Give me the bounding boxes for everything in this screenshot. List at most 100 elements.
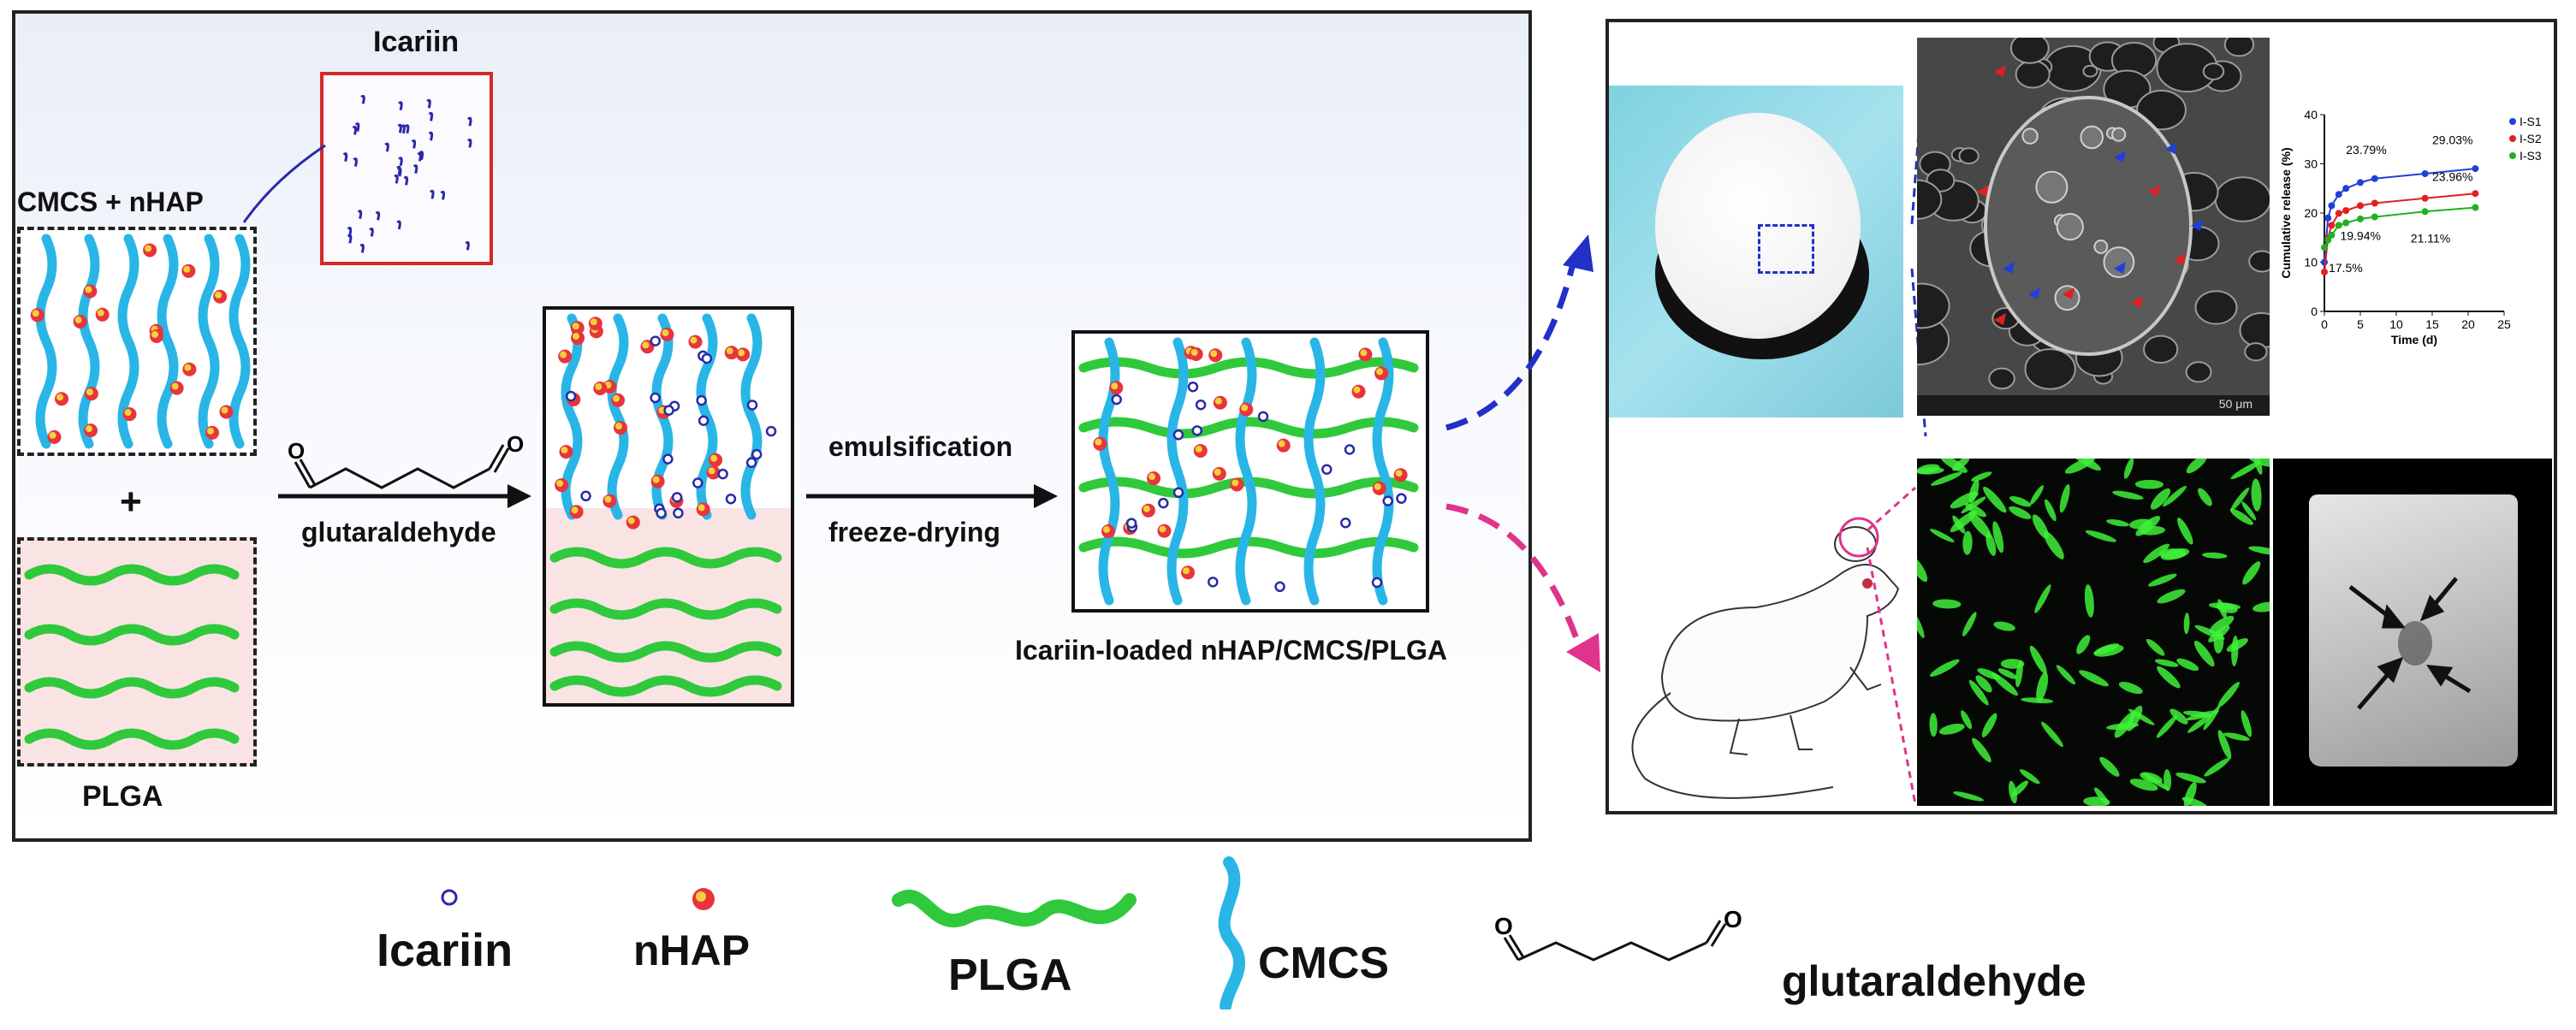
icariin-molecule bbox=[673, 507, 684, 519]
fluorescent-cell bbox=[1981, 713, 1997, 737]
fluorescent-cell bbox=[2085, 530, 2116, 542]
data-annotation: 21.11% bbox=[2411, 232, 2450, 246]
nhap-particle bbox=[614, 421, 628, 435]
legend-plga-label: PLGA bbox=[948, 950, 1072, 1000]
fluorescent-cell bbox=[2230, 461, 2261, 480]
micro-ct-image bbox=[2273, 459, 2552, 806]
fluorescent-cell bbox=[2079, 670, 2109, 687]
icariin-molecule bbox=[1172, 487, 1184, 499]
nhap-particle bbox=[1230, 477, 1244, 492]
fluorescent-cell bbox=[2099, 756, 2120, 777]
nhap-particle bbox=[1141, 503, 1155, 518]
fluorescent-cell bbox=[2143, 543, 2170, 564]
icariin-molecule bbox=[417, 151, 422, 162]
x-tick-label: 25 bbox=[2497, 317, 2511, 331]
product-label: Icariin-loaded nHAP/CMCS/PLGA bbox=[1015, 635, 1447, 666]
y-tick-label: 40 bbox=[2304, 108, 2318, 121]
y-tick-label: 20 bbox=[2304, 206, 2318, 220]
data-point bbox=[2321, 244, 2328, 252]
fluorescent-cell bbox=[2208, 602, 2241, 610]
data-point bbox=[2371, 213, 2378, 221]
sem-blue-arrow bbox=[2028, 287, 2040, 299]
nhap-particle bbox=[47, 429, 62, 444]
sem-image: 50 μm bbox=[1917, 38, 2270, 416]
fluorescent-cell bbox=[2036, 672, 2049, 702]
fluorescent-cell bbox=[2123, 459, 2134, 479]
fluorescent-cell bbox=[2093, 644, 2124, 657]
nhap-particle bbox=[559, 445, 573, 459]
data-point bbox=[2328, 231, 2336, 239]
fluorescent-cell bbox=[2076, 635, 2091, 654]
icariin-molecule bbox=[1371, 577, 1383, 589]
aldehyde-o-left: O bbox=[288, 438, 305, 464]
sem-pore bbox=[1917, 179, 1943, 220]
icariin-molecule bbox=[1125, 518, 1137, 529]
fluorescent-cell bbox=[2030, 485, 2044, 505]
cmcs-chain bbox=[117, 234, 139, 449]
sem-microsphere bbox=[2021, 127, 2039, 145]
sem-blue-arrow bbox=[2165, 142, 2177, 154]
data-point bbox=[2324, 236, 2332, 244]
nhap-particle bbox=[555, 478, 569, 493]
fluorescent-cell bbox=[2177, 518, 2193, 545]
fluorescence-cell-image bbox=[1917, 459, 2270, 806]
fluorescent-cell bbox=[2198, 488, 2212, 506]
fluorescent-cell bbox=[2217, 599, 2227, 619]
nhap-particle bbox=[558, 349, 573, 364]
sem-pore bbox=[2082, 64, 2098, 78]
fluorescent-cell bbox=[2247, 459, 2270, 467]
icariin-molecule bbox=[1382, 495, 1393, 506]
fluorescent-cell bbox=[2140, 526, 2165, 536]
nhap-particle bbox=[182, 362, 197, 376]
fluorescent-cell bbox=[2169, 708, 2188, 725]
fluorescent-cell bbox=[2193, 640, 2215, 667]
sem-red-arrow bbox=[1994, 313, 2006, 325]
plga-chain bbox=[549, 641, 782, 663]
data-point bbox=[2342, 219, 2350, 227]
fluorescent-cell bbox=[2182, 710, 2212, 718]
data-point bbox=[2371, 175, 2378, 182]
fluorescent-cell bbox=[2094, 787, 2110, 806]
fluorescent-cell bbox=[1962, 530, 1973, 555]
sem-red-arrow bbox=[1977, 185, 1989, 197]
icariin-molecule bbox=[725, 494, 737, 505]
icariin-molecule bbox=[401, 124, 406, 134]
nhap-particle bbox=[1093, 436, 1107, 451]
product-scaffold-box bbox=[1071, 330, 1429, 613]
fluorescent-cell bbox=[1961, 710, 1973, 730]
zoom-region bbox=[1758, 224, 1814, 274]
fluorescent-cell bbox=[2183, 782, 2197, 806]
sem-microsphere bbox=[2111, 127, 2127, 142]
sem-pore bbox=[1988, 367, 2015, 390]
nhap-particle bbox=[724, 346, 739, 360]
fluorescent-cell bbox=[2158, 548, 2187, 559]
icariin-molecule bbox=[1396, 493, 1407, 504]
fluorescent-cell bbox=[2241, 710, 2253, 737]
sem-pore bbox=[1917, 282, 1950, 329]
data-point bbox=[2421, 208, 2429, 216]
sem-scale-label: 50 μm bbox=[2218, 397, 2253, 411]
fluorescent-cell bbox=[2041, 721, 2063, 748]
fluorescent-cell bbox=[2157, 589, 2186, 604]
sem-pore bbox=[2248, 250, 2270, 273]
sem-red-arrow bbox=[2174, 253, 2186, 265]
fluorescent-cell bbox=[2251, 478, 2262, 512]
nhap-particle bbox=[1189, 346, 1203, 361]
icariin-molecule bbox=[1191, 425, 1203, 436]
nhap-particle bbox=[169, 381, 184, 395]
fluorescent-cell bbox=[1929, 713, 1938, 737]
fluorescent-cell bbox=[2253, 459, 2263, 475]
nhap-particle bbox=[205, 425, 220, 440]
nhap-particle bbox=[83, 284, 98, 299]
sem-pore bbox=[2009, 38, 2050, 64]
legend-glutaraldehyde-label: glutaraldehyde bbox=[1782, 957, 2086, 1005]
sem-red-arrow bbox=[2063, 287, 2074, 299]
icariin-molecule bbox=[426, 98, 431, 109]
data-point bbox=[2335, 222, 2342, 229]
data-point bbox=[2472, 190, 2479, 198]
fluorescent-cell bbox=[2084, 583, 2094, 618]
reaction-arrow-2 bbox=[806, 484, 1058, 508]
nhap-particle bbox=[1147, 471, 1161, 486]
nhap-particle bbox=[626, 515, 640, 530]
